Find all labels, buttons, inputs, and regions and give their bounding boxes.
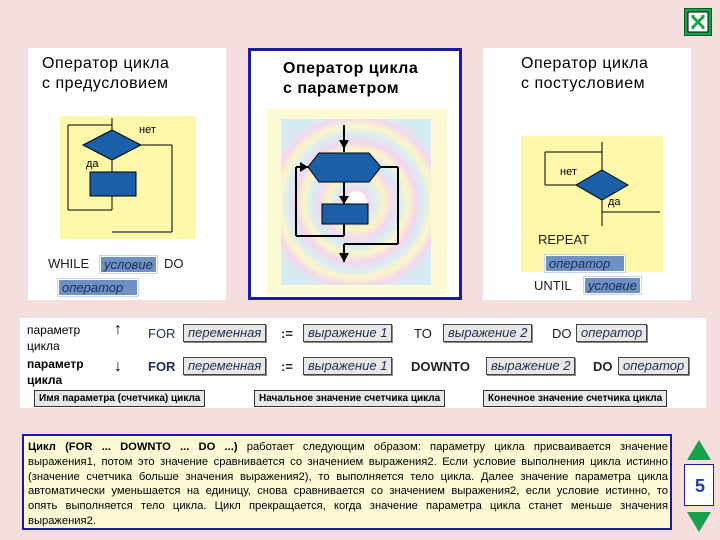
for-row1-assign: := — [281, 326, 293, 341]
panel-title-precondition: Оператор цикла с предусловием — [42, 55, 170, 92]
panel-title-postcondition: Оператор цикла с постусловием — [521, 55, 649, 92]
close-icon — [687, 11, 709, 33]
for-row2-downto: DOWNTO — [411, 359, 470, 374]
for-row2-expr1: выражение 1 — [303, 357, 393, 375]
page-number-box: 5 — [684, 464, 714, 506]
while-keyword: WHILE — [48, 256, 90, 271]
triangle-down-icon — [687, 512, 711, 532]
for-row1-variable: переменная — [183, 324, 267, 342]
label-net-right: нет — [560, 166, 577, 178]
description-bold: Цикл (FOR ... DOWNTO ... DO ...) — [28, 441, 238, 453]
for-row2-expr2: выражение 2 — [486, 357, 576, 375]
while-do: DO — [164, 256, 184, 271]
for-row1-operator: оператор — [576, 324, 648, 342]
nav-up-button[interactable] — [686, 438, 712, 462]
for-row1-expr1: выражение 1 — [303, 324, 393, 342]
label-da-right: да — [608, 196, 621, 208]
arrow-down-icon: ↓ — [114, 358, 122, 375]
swirl-background — [281, 119, 431, 285]
description-text: Цикл (FOR ... DOWNTO ... DO ...) работае… — [28, 440, 668, 529]
label-net-top: нет — [139, 124, 156, 136]
description-body: работает следующим образом: параметру ци… — [28, 441, 668, 527]
for-label-bottom: параметр цикла — [27, 357, 84, 387]
until-condition: условие — [584, 277, 641, 294]
for-row2-assign: := — [281, 359, 293, 374]
close-button[interactable] — [684, 8, 712, 36]
page-number: 5 — [694, 476, 705, 496]
for-label-top: параметр цикла — [27, 323, 81, 353]
repeat-keyword: REPEAT — [538, 232, 590, 247]
panel-title-parameter: Оператор цикла с параметром — [283, 60, 419, 97]
label-param-name: Имя параметра (счетчика) цикла — [34, 390, 206, 407]
for-row1-expr2: выражение 2 — [443, 324, 533, 342]
for-row2-operator: оператор — [618, 357, 690, 375]
for-row2-do: DO — [593, 359, 613, 374]
label-da-left: да — [86, 158, 99, 170]
for-row1-to: TO — [414, 326, 432, 341]
label-end-value: Конечное значение счетчика цикла — [483, 390, 668, 407]
description-panel — [22, 434, 672, 530]
for-row1-for: FOR — [148, 326, 176, 341]
nav-down-button[interactable] — [686, 510, 712, 534]
while-condition: условие — [100, 256, 157, 273]
repeat-operator: оператор — [545, 255, 625, 272]
arrow-up-icon: ↑ — [114, 321, 122, 338]
for-row1-do: DO — [552, 326, 572, 341]
until-keyword: UNTIL — [534, 278, 572, 293]
while-operator: оператор — [58, 279, 138, 296]
label-start-value: Начальное значение счетчика цикла — [254, 390, 446, 407]
for-row2-variable: переменная — [183, 357, 267, 375]
triangle-up-icon — [687, 440, 711, 460]
for-row2-for: FOR — [148, 359, 176, 374]
